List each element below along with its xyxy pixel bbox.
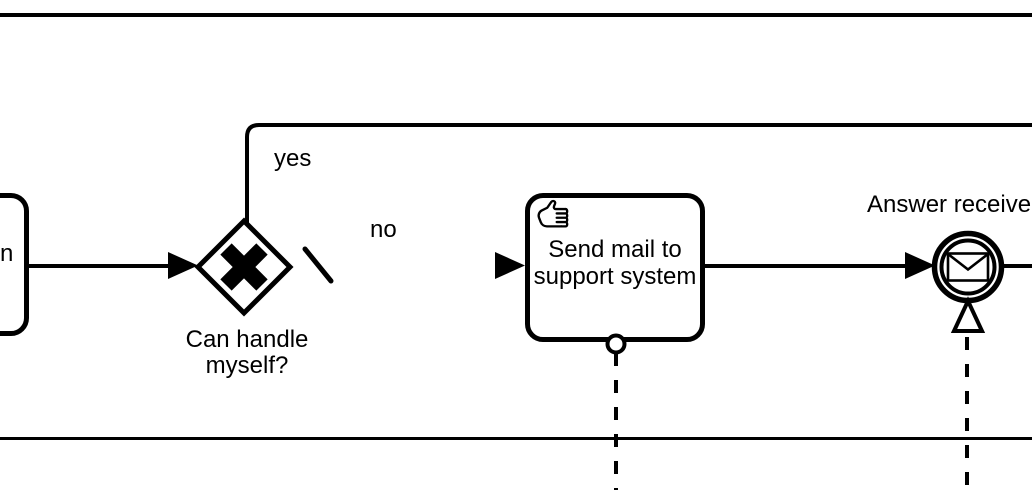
left-task-label: n bbox=[0, 240, 14, 267]
arrowhead-icon bbox=[168, 252, 198, 279]
sequence-flow-line bbox=[1003, 264, 1032, 268]
envelope-icon bbox=[946, 252, 990, 282]
sequence-flow-line bbox=[705, 264, 907, 268]
message-event[interactable] bbox=[931, 230, 1005, 304]
manual-task-hand-icon bbox=[537, 199, 569, 228]
message-flow-source-circle-icon bbox=[605, 333, 627, 355]
sequence-flow-line bbox=[29, 264, 169, 268]
lane-boundary-bottom bbox=[0, 437, 1032, 440]
message-flow-dashed-line-left bbox=[614, 353, 618, 490]
yes-flow-path bbox=[245, 123, 1032, 225]
message-event-label: Answer received bbox=[867, 191, 1032, 218]
left-task[interactable] bbox=[0, 193, 29, 336]
default-flow-slash-icon bbox=[302, 246, 334, 284]
gateway-label: Can handle myself? bbox=[185, 326, 309, 379]
pool-boundary-top bbox=[0, 13, 1032, 17]
exclusive-gateway[interactable] bbox=[194, 217, 294, 317]
arrowhead-icon bbox=[905, 252, 935, 279]
x-marker-icon bbox=[220, 243, 268, 291]
no-flow-label: no bbox=[370, 216, 397, 243]
message-flow-dashed-line-right bbox=[965, 337, 969, 490]
yes-flow-label: yes bbox=[274, 145, 312, 172]
message-flow-open-arrowhead-icon bbox=[950, 296, 986, 333]
manual-task-label: Send mail to support system bbox=[533, 236, 697, 290]
arrowhead-icon bbox=[495, 252, 525, 279]
